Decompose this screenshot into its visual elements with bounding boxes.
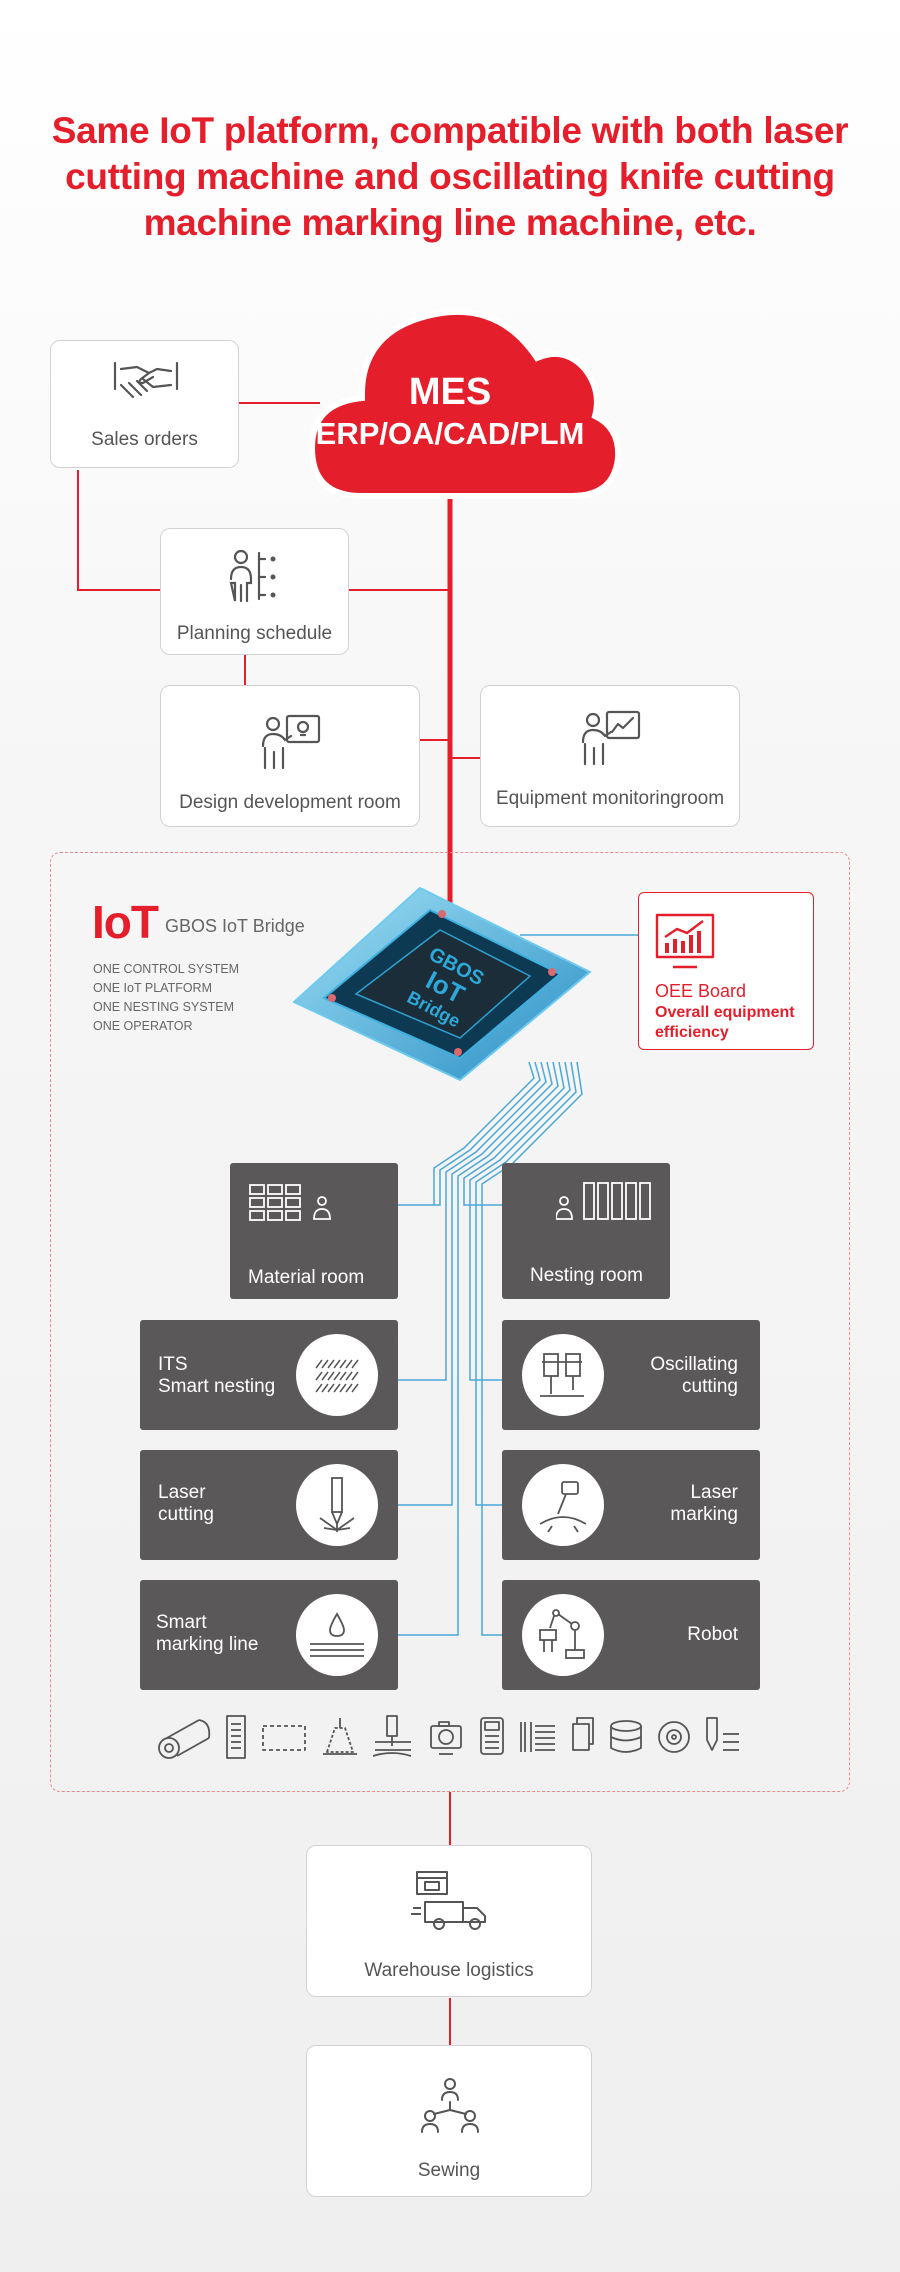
iot-zone: [50, 852, 850, 1792]
machine-robot: Robot: [502, 1580, 760, 1690]
oee-subtitle-line: efficiency: [655, 1024, 729, 1041]
node-equipment-room: Equipment monitoringroom: [480, 685, 740, 827]
smart-marking-label-line: marking line: [156, 1634, 259, 1655]
laser-cutting-label: Laser cutting: [158, 1482, 214, 1526]
iot-line: ONE CONTROL SYSTEM: [93, 962, 240, 976]
node-warehouse-logistics: Warehouse logistics: [306, 1845, 592, 1997]
robot-label: Robot: [687, 1624, 738, 1645]
shelves-person-icon: [249, 1184, 331, 1221]
person-racks-icon: [556, 1182, 651, 1220]
handshake-icon: [113, 361, 179, 399]
machine-laser-marking: Laser marking: [502, 1450, 760, 1560]
target-icon: [658, 1721, 690, 1753]
iot-subtitle: GBOS IoT Bridge: [165, 916, 305, 936]
planning-label: Planning schedule: [176, 623, 333, 644]
laser-marking-icon: [522, 1464, 604, 1546]
material-room-label: Material room: [248, 1267, 365, 1288]
laser-cutting-label-line: Laser: [158, 1482, 206, 1503]
laser-marking-label-line: marking: [670, 1504, 738, 1525]
its-label: ITS Smart nesting: [158, 1354, 275, 1398]
cloud-mes: MES ERP/OA/CAD/PLM: [308, 308, 622, 499]
laser-cutting-label-line: cutting: [158, 1504, 214, 1525]
node-sales-orders: Sales orders: [50, 340, 239, 468]
material-room-panel: Material room: [230, 1163, 398, 1299]
oee-title: OEE Board: [655, 981, 747, 1001]
oee-subtitle: Overall equipment efficiency: [655, 1003, 795, 1043]
cloud-line2: ERP/OA/CAD/PLM: [316, 416, 585, 451]
documents-icon: [572, 1717, 594, 1751]
lamp-icon: [323, 1718, 357, 1755]
nesting-room-panel: Nesting room: [502, 1163, 670, 1299]
pen-tool-icon: [372, 1715, 412, 1757]
marker-icon: [706, 1717, 739, 1751]
oee-subtitle-line: Overall equipment: [655, 1004, 795, 1021]
team-icon: [421, 2078, 479, 2133]
cloud-line1: MES: [409, 371, 491, 413]
its-label-line: ITS: [158, 1354, 188, 1375]
camera-icon: [430, 1721, 462, 1755]
warehouse-label: Warehouse logistics: [364, 1960, 534, 1981]
robot-arm-icon: [522, 1594, 604, 1676]
node-sewing: Sewing: [306, 2045, 592, 2197]
laser-marking-label-line: Laser: [690, 1482, 738, 1503]
device-icon-row: [158, 1715, 739, 1759]
barcode-icon: [520, 1722, 555, 1752]
node-planning-schedule: Planning schedule: [160, 528, 349, 655]
iot-logo: IoT: [92, 896, 159, 948]
oscillating-label-line: cutting: [682, 1376, 738, 1397]
dashed-frame-icon: [262, 1725, 306, 1751]
oee-board: OEE Board Overall equipment efficiency: [638, 892, 814, 1050]
iot-line: ONE IoT PLATFORM: [93, 981, 213, 995]
laser-marking-label: Laser marking: [670, 1482, 738, 1526]
calculator-icon: [480, 1717, 504, 1755]
machine-laser-cutting: Laser cutting: [140, 1450, 398, 1560]
machine-oscillating-cutting: Oscillating cutting: [502, 1320, 760, 1430]
machine-smart-marking-line: Smart marking line: [140, 1580, 398, 1690]
design-label: Design development room: [179, 792, 401, 813]
page-title: Same IoT platform, compatible with both …: [51, 110, 849, 243]
iot-chip: GBOS IoT Bridge: [292, 886, 592, 1082]
oscillating-label-line: Oscillating: [650, 1354, 738, 1375]
iot-line: ONE NESTING SYSTEM: [93, 1000, 234, 1014]
person-chart-board-icon: [581, 710, 641, 766]
person-idea-board-icon: [261, 714, 321, 770]
ink-drop-icon: [296, 1594, 378, 1676]
keypad-icon: [226, 1715, 246, 1759]
machine-its-smart-nesting: ITS Smart nesting: [140, 1320, 398, 1430]
laser-beam-icon: [296, 1464, 378, 1546]
iot-line: ONE OPERATOR: [93, 1019, 193, 1033]
node-design-room: Design development room: [160, 685, 420, 827]
person-schedule-icon: [229, 549, 276, 603]
equipment-label: Equipment monitoringroom: [495, 788, 725, 809]
iot-feature-list: ONE CONTROL SYSTEM ONE IoT PLATFORM ONE …: [93, 960, 239, 1036]
oscillating-label: Oscillating cutting: [650, 1354, 738, 1398]
its-label-line: Smart nesting: [158, 1376, 276, 1397]
nesting-room-label: Nesting room: [530, 1265, 643, 1286]
roll-icon: [158, 1719, 211, 1759]
disk-icon: [610, 1720, 642, 1753]
sales-label: Sales orders: [91, 429, 198, 450]
oscillating-knife-icon: [522, 1334, 604, 1416]
smart-marking-label-line: Smart: [156, 1612, 207, 1633]
nesting-pattern-icon: [296, 1334, 378, 1416]
sewing-label: Sewing: [417, 2160, 481, 2181]
smart-marking-label: Smart marking line: [156, 1612, 258, 1656]
truck-package-icon: [411, 1871, 486, 1930]
chart-monitor-icon: [655, 913, 715, 969]
